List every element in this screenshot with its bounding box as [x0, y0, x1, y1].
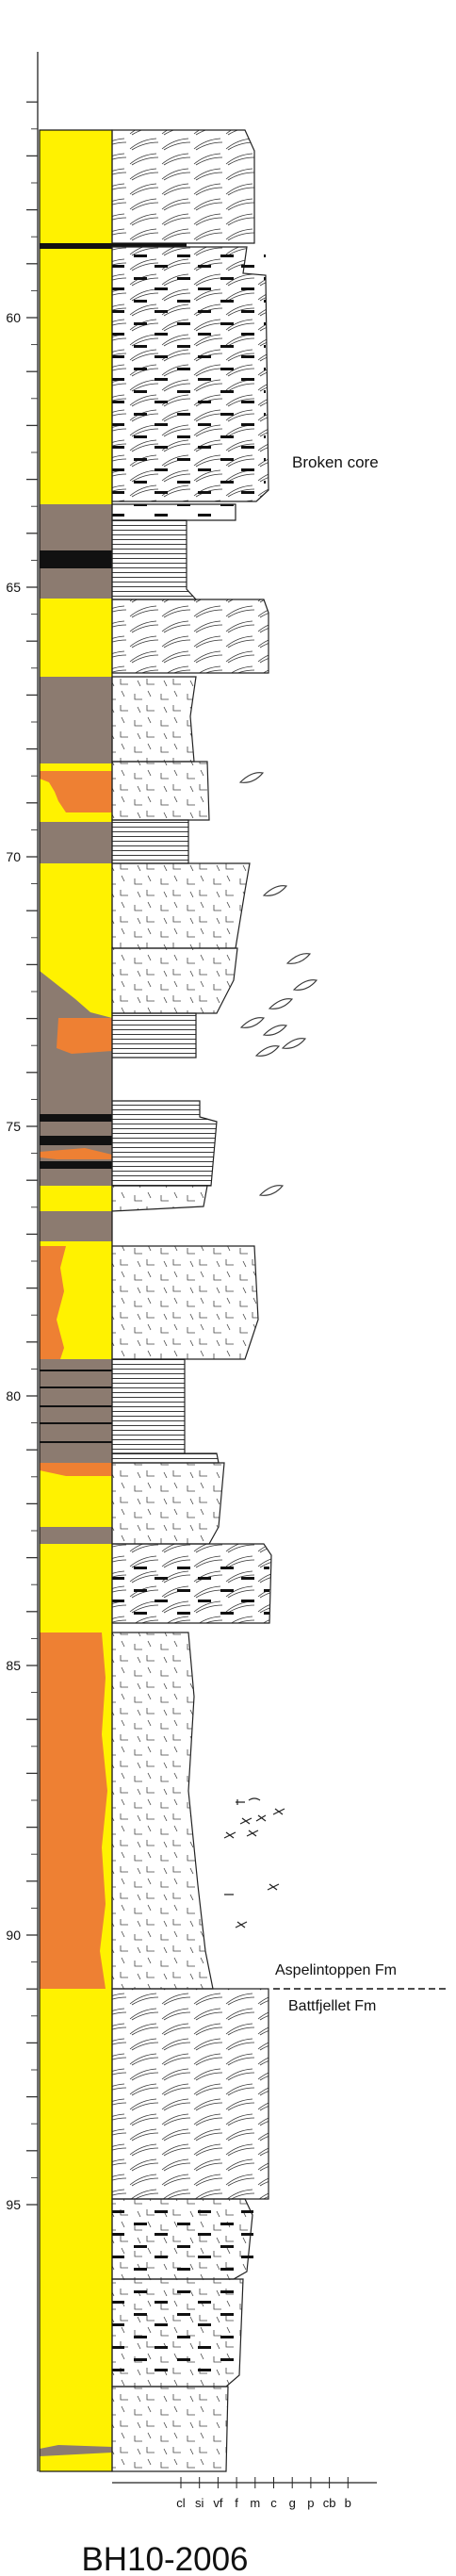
- plant-fragment-icons: [238, 772, 318, 1196]
- coal-layer: [112, 243, 187, 247]
- coal-band: [40, 1161, 112, 1169]
- grain-size-label: cb: [323, 2496, 336, 2510]
- cross-bedded-sandstone: [111, 129, 255, 244]
- coal-band: [40, 1114, 112, 1122]
- coal-band: [40, 243, 112, 249]
- coal-band: [40, 1136, 112, 1145]
- grain-size-label: b: [345, 2496, 351, 2510]
- siderite-interval: [40, 1148, 112, 1159]
- grain-size-label: vf: [213, 2496, 223, 2510]
- laminated-mudstone: [111, 1012, 197, 1058]
- mud-drapes: [112, 247, 266, 501]
- grain-size-label: g: [289, 2496, 296, 2510]
- mudstone-interval: [40, 1211, 112, 1241]
- rippled-sandstone: [111, 503, 236, 521]
- laminated-mudstone: [111, 519, 198, 600]
- siderite-interval: [57, 1018, 112, 1054]
- trace-fossil-icons: [223, 1797, 285, 1928]
- grain-size-label: f: [235, 2496, 238, 2510]
- rippled-siltstone: [111, 676, 197, 763]
- rippled-sandstone: [111, 947, 238, 1014]
- mudstone-interval: [40, 1453, 112, 1463]
- lithology-column: [39, 129, 113, 2472]
- grain-size-label: cl: [176, 2496, 186, 2510]
- laminated-mudstone: [111, 1358, 186, 1454]
- depth-label: 75: [6, 1119, 21, 1134]
- siderite-interval: [40, 1246, 66, 1359]
- mudstone-interval: [40, 677, 112, 763]
- mud-drapes: [112, 2286, 239, 2380]
- grain-size-label: c: [270, 2496, 277, 2510]
- rippled-sandstone: [111, 2386, 229, 2472]
- laminated-mudstone: [111, 1452, 220, 1464]
- mud-drapes: [112, 2206, 253, 2276]
- grain-size-label: si: [195, 2496, 204, 2510]
- laminated-mudstone: [111, 819, 189, 864]
- upper-formation-label: Aspelintoppen Fm: [275, 1962, 397, 1978]
- depth-label: 80: [6, 1388, 21, 1403]
- depth-label: 60: [6, 310, 21, 325]
- coal-stringers: [40, 1370, 112, 1443]
- depth-label: 65: [6, 580, 21, 595]
- lower-formation-label: Battfjellet Fm: [288, 1998, 376, 2014]
- mudstone-interval: [40, 822, 112, 863]
- grain-size-label: p: [307, 2496, 314, 2510]
- rippled-siltstone: [111, 1632, 214, 1990]
- grain-size-profile: [111, 129, 272, 2472]
- broken-core-label: Broken core: [292, 453, 379, 471]
- siderite-interval: [40, 1633, 107, 1989]
- grain-size-label: m: [250, 2496, 260, 2510]
- cross-bedded-sandstone: [111, 599, 269, 674]
- chart-title: BH10-2006: [81, 2541, 248, 2576]
- rippled-siltstone: [111, 1185, 208, 1212]
- mudstone-interval: [40, 1527, 112, 1544]
- siderite-interval: [40, 771, 112, 812]
- depth-label: 70: [6, 849, 21, 864]
- cross-bedded-sandstone: [111, 1988, 269, 2200]
- depth-label: 95: [6, 2197, 21, 2212]
- siderite-interval: [40, 1463, 112, 1476]
- coal-band: [40, 550, 112, 568]
- rippled-sandstone: [111, 862, 251, 949]
- laminated-mudstone: [111, 1100, 218, 1187]
- rippled-siltstone: [111, 761, 210, 821]
- depth-label: 85: [6, 1658, 21, 1673]
- depth-ruler: 60 65 70 75 80 85 90 95: [6, 101, 38, 2212]
- depth-label: 90: [6, 1928, 21, 1943]
- rippled-sandstone: [111, 1245, 259, 1360]
- mudstone-interval: [40, 2445, 112, 2456]
- rippled-sandstone: [111, 1462, 225, 1545]
- mud-drapes: [112, 1560, 269, 1616]
